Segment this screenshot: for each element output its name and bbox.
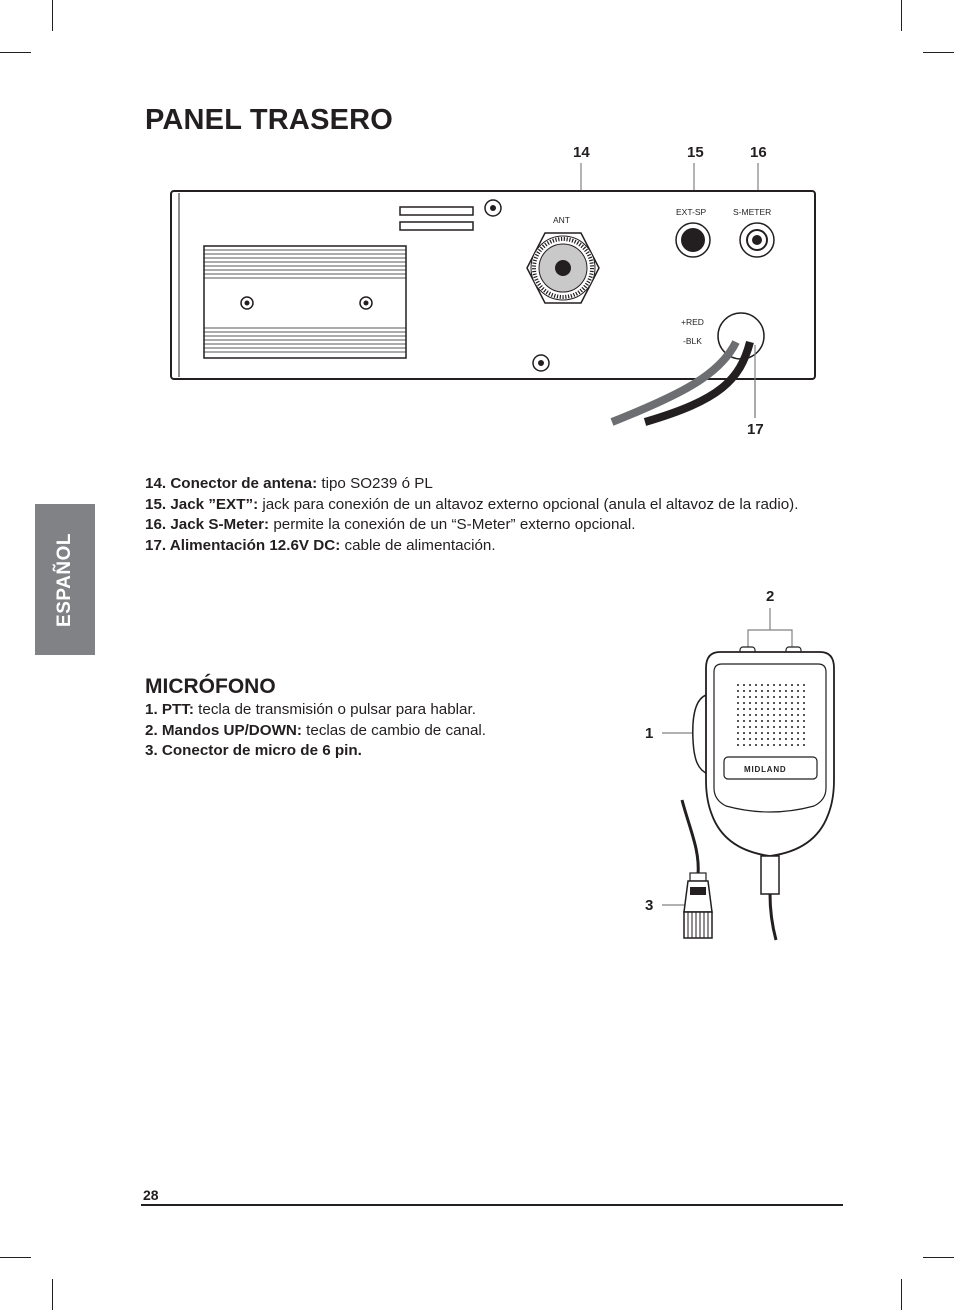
red-wire-label: +RED <box>681 317 704 327</box>
rear-panel-list: 14. Conector de antena: tipo SO239 ó PL … <box>145 474 798 556</box>
microphone-list: 1. PTT: tecla de transmisión o pulsar pa… <box>145 700 486 762</box>
rear-panel-item: 17. Alimentación 12.6V DC: cable de alim… <box>145 536 496 554</box>
ext-sp-label: EXT-SP <box>676 207 707 217</box>
rear-panel-diagram: ANT EXT-SP S-METER +RED -BLK <box>170 163 816 426</box>
footer-rule <box>141 1204 843 1206</box>
crop-mark <box>52 0 53 31</box>
rear-panel-item: 16. Jack S-Meter: permite la conexión de… <box>145 516 636 533</box>
microphone-diagram: MIDLAND <box>662 608 835 941</box>
microphone-item: 3. Conector de micro de 6 pin. <box>145 742 362 759</box>
rear-panel-item: 14. Conector de antena: tipo SO239 ó PL <box>145 475 433 492</box>
crop-mark <box>0 1257 31 1258</box>
crop-mark <box>901 1279 902 1310</box>
crop-mark <box>923 1257 954 1258</box>
callout-14: 14 <box>573 144 590 161</box>
microphone-item: 1. PTT: tecla de transmisión o pulsar pa… <box>145 701 476 718</box>
crop-mark <box>923 52 954 53</box>
brand-label: MIDLAND <box>744 765 786 774</box>
s-meter-label: S-METER <box>733 207 771 217</box>
callout-17: 17 <box>747 421 764 438</box>
rear-panel-title: PANEL TRASERO <box>145 104 394 136</box>
callout-3: 3 <box>645 897 654 914</box>
callout-16: 16 <box>750 144 767 161</box>
page-number: 28 <box>143 1187 159 1203</box>
blk-wire-label: -BLK <box>683 336 702 346</box>
language-tab: ESPAÑOL <box>35 504 95 655</box>
rear-panel-item: 15. Jack ”EXT”: jack para conexión de un… <box>145 495 799 513</box>
microphone-title: MICRÓFONO <box>145 675 276 698</box>
callout-15: 15 <box>687 144 704 161</box>
callout-1: 1 <box>645 725 654 742</box>
crop-mark <box>901 0 902 31</box>
crop-mark <box>52 1279 53 1310</box>
language-tab-label: ESPAÑOL <box>54 532 75 627</box>
crop-mark <box>0 52 31 53</box>
microphone-item: 2. Mandos UP/DOWN: teclas de cambio de c… <box>145 721 486 739</box>
ant-label: ANT <box>553 215 570 225</box>
callout-2: 2 <box>766 588 775 605</box>
